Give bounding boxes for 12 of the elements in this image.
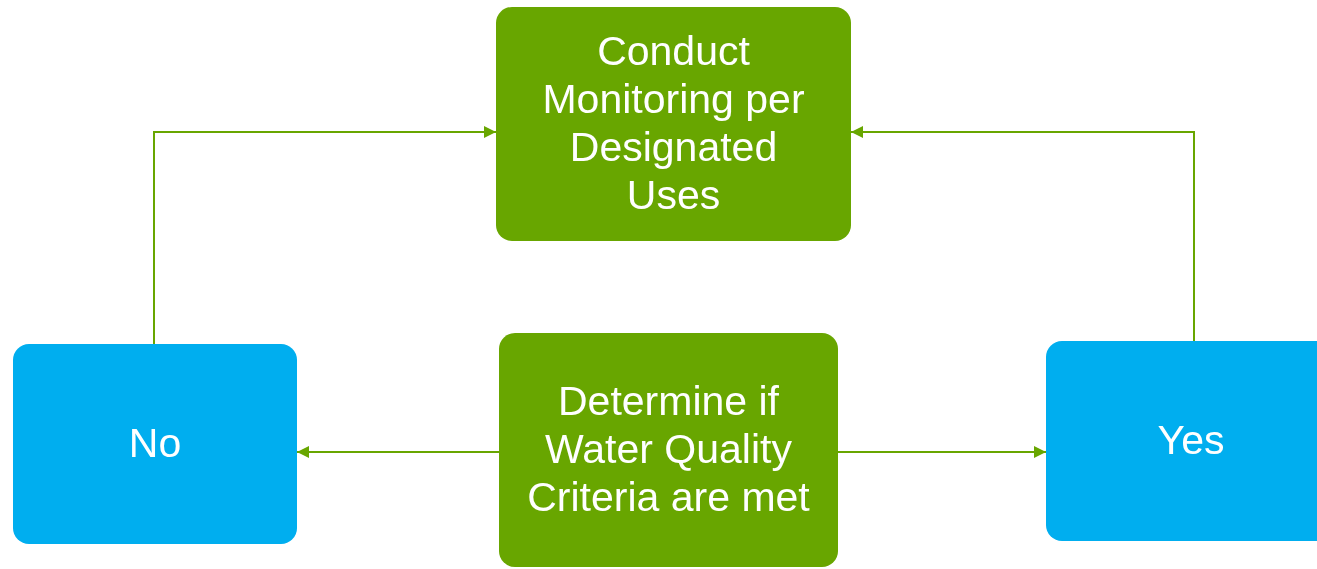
arrow (153, 126, 497, 345)
outcome-box (1046, 341, 1317, 541)
node-label: Determine if Water Quality Criteria are met (526, 378, 811, 522)
arrow (850, 126, 1195, 342)
process-box (496, 7, 851, 241)
arrow (837, 446, 1047, 458)
decision-box (499, 333, 838, 567)
node-label: Yes (1157, 417, 1225, 465)
outcome-box (13, 344, 297, 544)
arrow (296, 446, 500, 458)
node-label: No (128, 420, 182, 468)
node-label: Conduct Monitoring per Designated Uses (541, 28, 806, 220)
